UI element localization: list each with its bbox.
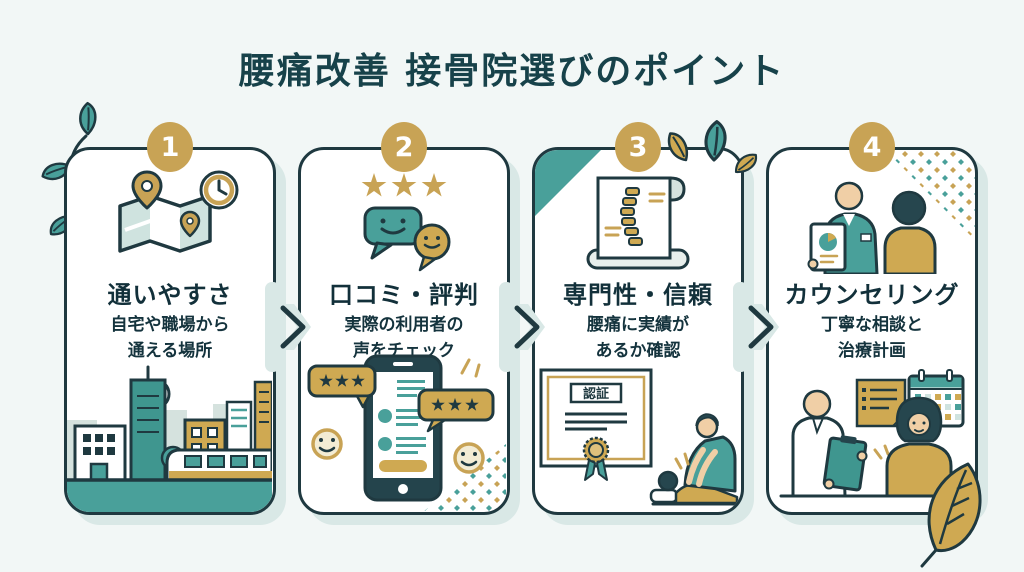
desc-line: 実際の利用者の bbox=[344, 315, 464, 335]
diamond-pattern-decoration bbox=[423, 444, 506, 512]
spine-scroll-icon bbox=[586, 176, 690, 270]
card-body: 口コミ・評判 実際の利用者の 声をチェック bbox=[298, 147, 510, 515]
step-number-badge: 4 bbox=[849, 122, 895, 172]
card-body: カウンセリング 丁寧な相談と 治療計画 bbox=[766, 147, 978, 515]
card-heading: 通いやすさ bbox=[107, 281, 233, 309]
step-number-badge: 2 bbox=[381, 122, 427, 172]
step-card-3: 専門性・信頼 腰痛に実績が あるか確認 認証 bbox=[532, 122, 744, 515]
card-heading: カウンセリング bbox=[784, 281, 960, 309]
map-pins-clock-icon bbox=[118, 170, 239, 253]
step-card-1: 通いやすさ 自宅や職場から 通える場所 bbox=[64, 122, 276, 515]
chevron-right-arrow bbox=[265, 282, 311, 372]
corner-triangle-decoration bbox=[535, 150, 601, 216]
page-title: 腰痛改善 接骨院選びのポイント bbox=[238, 51, 786, 92]
step-card-4: カウンセリング 丁寧な相談と 治療計画 bbox=[766, 122, 978, 515]
stars-chat-bubbles-icon bbox=[361, 173, 451, 272]
corner-leaves-decoration bbox=[666, 119, 759, 174]
gold-leaf-decoration bbox=[920, 462, 982, 568]
card-heading: 口コミ・評判 bbox=[329, 281, 479, 309]
card-body: 通いやすさ 自宅や職場から 通える場所 bbox=[64, 147, 276, 515]
step-card-2: 口コミ・評判 実際の利用者の 声をチェック bbox=[298, 122, 510, 515]
phone-reviews-illustration bbox=[307, 354, 506, 512]
diamond-pattern-decoration bbox=[885, 150, 975, 240]
chevron-right-arrow bbox=[733, 282, 779, 372]
desc-line: 治療計画 bbox=[838, 341, 906, 362]
card-description: 腰痛に実績が あるか確認 bbox=[535, 312, 741, 365]
desc-line: 丁寧な相談と bbox=[821, 315, 923, 335]
city-train-illustration bbox=[67, 365, 272, 512]
certificate-label: 認証 bbox=[583, 386, 609, 402]
desc-line: あるか確認 bbox=[595, 341, 681, 362]
desc-line: 通える場所 bbox=[127, 341, 213, 362]
card-body: 専門性・信頼 腰痛に実績が あるか確認 認証 bbox=[532, 147, 744, 515]
card-description: 丁寧な相談と 治療計画 bbox=[769, 312, 975, 365]
card-heading: 専門性・信頼 bbox=[563, 281, 713, 309]
certificate-massage-illustration: 認証 bbox=[539, 368, 739, 506]
card-description: 自宅や職場から 通える場所 bbox=[67, 312, 273, 365]
step-number-badge: 3 bbox=[615, 122, 661, 172]
desc-line: 自宅や職場から bbox=[110, 315, 230, 335]
step-number-badge: 1 bbox=[147, 122, 193, 172]
chevron-right-arrow bbox=[499, 282, 545, 372]
consultation-icon bbox=[807, 181, 937, 274]
desc-line: 腰痛に実績が bbox=[587, 315, 689, 335]
